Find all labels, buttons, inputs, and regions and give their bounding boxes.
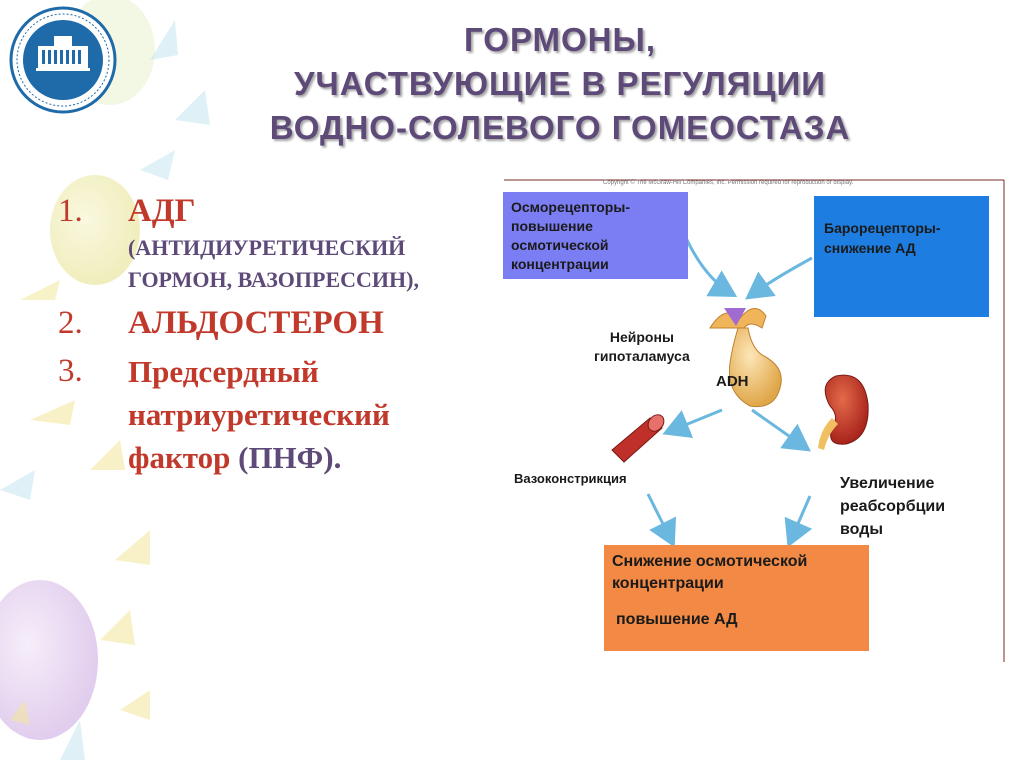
blood-vessel-icon <box>611 414 665 463</box>
result-box: Снижение осмотической концентрации повыш… <box>604 545 869 651</box>
reab-line-3: воды <box>840 521 884 538</box>
hormone-abbreviation: (ПНФ). <box>238 440 342 475</box>
hormone-name-line-2: натриуретический <box>128 397 390 432</box>
adh-regulation-diagram: Copyright © The McGraw-Hill Companies, I… <box>500 178 1008 662</box>
arrow-adh-to-vessel <box>662 408 723 438</box>
list-item-aldosterone: 2. АЛЬДОСТЕРОН <box>58 302 498 344</box>
list-item-anp: 3. Предсердный натриуретический фактор (… <box>58 350 498 479</box>
osmo-line-1: Осморецепторы- <box>511 199 630 215</box>
arrow-baro-to-hypothalamus <box>745 256 813 300</box>
kidney-icon <box>818 374 869 450</box>
reab-line-2: реабсорбции <box>840 498 946 515</box>
vasoconstriction-label: Вазоконстрикция <box>514 471 627 486</box>
hormone-name-line-1: Предсердный <box>128 354 319 389</box>
adh-label: ADH <box>716 373 749 390</box>
hormone-name: АЛЬДОСТЕРОН <box>128 305 384 341</box>
result-line-2: концентрации <box>612 575 724 592</box>
neurons-line-2: гипоталамуса <box>594 348 690 364</box>
copyright-note: Copyright © The McGraw-Hill Companies, I… <box>603 180 854 186</box>
osmoreceptors-box: Осморецепторы- повышение осмотической ко… <box>503 192 688 279</box>
reab-line-1: Увеличение <box>840 475 935 492</box>
title-line-2: УЧАСТВУЮЩИЕ В РЕГУЛЯЦИИ <box>294 65 826 102</box>
arrow-reab-to-result <box>784 495 813 548</box>
hypothalamus-pituitary-icon <box>709 308 782 408</box>
title-line-1: ГОРМОНЫ, <box>464 21 656 58</box>
title-line-3: ВОДНО-СОЛЕВОГО ГОМЕОСТАЗА <box>269 109 851 146</box>
water-reabsorption-label: Увеличение реабсорбции воды <box>840 472 945 541</box>
arrow-vaso-to-result <box>646 493 677 548</box>
neurons-line-1: Нейроны <box>609 329 674 345</box>
hormone-name: АДГ <box>128 193 196 229</box>
list-number: 2. <box>58 305 83 341</box>
osmo-line-3: осмотической <box>511 237 609 253</box>
hormone-name-word: фактор <box>128 440 239 475</box>
baro-line-1: Барорецепторы- <box>824 220 941 236</box>
baro-line-2: снижение АД <box>824 240 916 256</box>
list-number: 3. <box>58 353 83 389</box>
baroreceptors-box: Барорецепторы- снижение АД <box>814 196 989 317</box>
hormone-description-line-2: ГОРМОН, ВАЗОПРЕССИН), <box>128 267 419 292</box>
logo-year: 1935 <box>54 84 72 93</box>
hormone-description-line-1: (АНТИДИУРЕТИЧЕСКИЙ <box>128 235 406 260</box>
university-logo: 1935 <box>9 6 117 114</box>
list-item-adh: 1. АДГ (АНТИДИУРЕТИЧЕСКИЙ ГОРМОН, ВАЗОПР… <box>58 190 498 296</box>
hormone-name-line-3: фактор (ПНФ). <box>128 436 498 479</box>
osmo-line-2: повышение <box>511 218 593 234</box>
list-number: 1. <box>58 193 83 229</box>
arrow-adh-to-kidney <box>751 408 811 452</box>
result-line-1: Снижение осмотической <box>612 553 808 570</box>
osmo-line-4: концентрации <box>511 256 609 272</box>
slide-title: ГОРМОНЫ, УЧАСТВУЮЩИЕ В РЕГУЛЯЦИИ ВОДНО-С… <box>170 18 950 150</box>
result-line-3: повышение АД <box>616 611 738 628</box>
hormone-list: 1. АДГ (АНТИДИУРЕТИЧЕСКИЙ ГОРМОН, ВАЗОПР… <box>58 190 498 479</box>
arrow-osmo-to-hypothalamus <box>684 237 738 298</box>
hypothalamus-neurons-label: Нейроны гипоталамуса <box>594 328 690 366</box>
